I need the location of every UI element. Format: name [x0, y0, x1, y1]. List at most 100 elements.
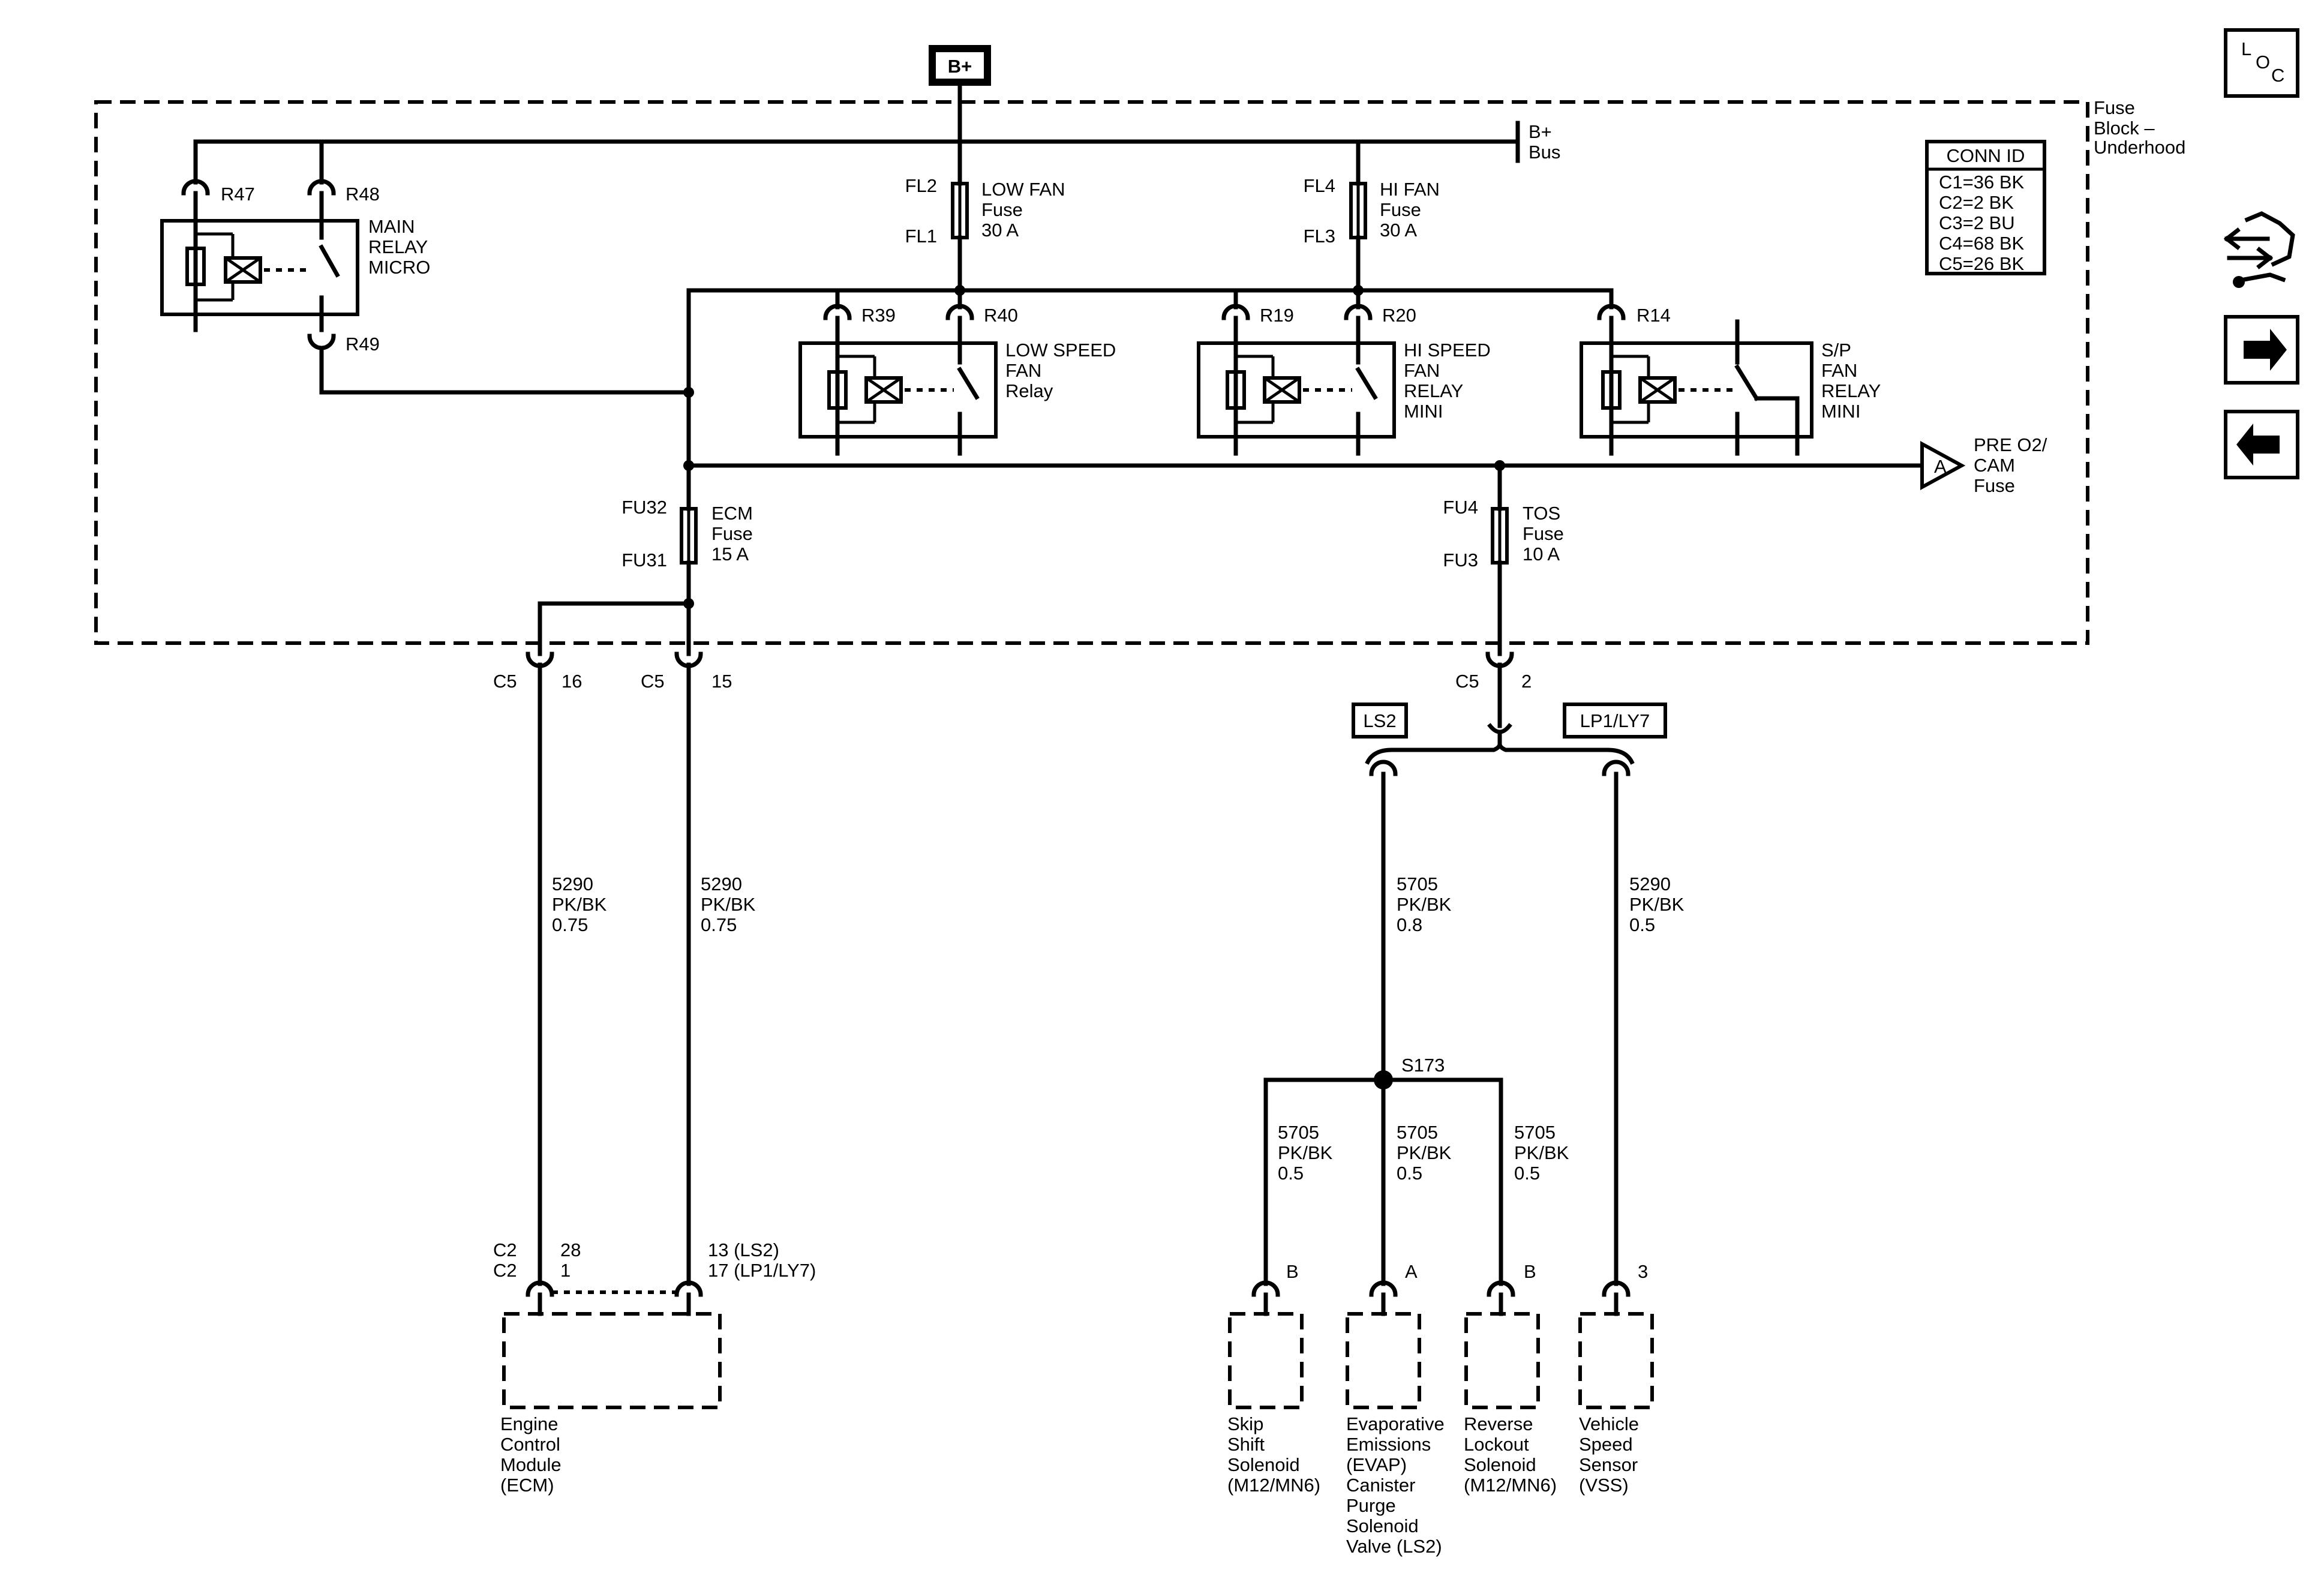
option-branch: LS2 LP1/LY7 — [1352, 662, 1667, 776]
svg-text:Sensor: Sensor — [1579, 1454, 1638, 1475]
svg-text:MINI: MINI — [1404, 401, 1443, 422]
svg-text:Engine: Engine — [500, 1413, 559, 1434]
low-fan-fuse: FL2 FL1 LOW FAN Fuse 30 A — [905, 139, 1065, 293]
svg-text:S173: S173 — [1401, 1055, 1445, 1076]
svg-text:C5: C5 — [493, 671, 517, 692]
svg-text:Fuse: Fuse — [1974, 475, 2015, 496]
svg-text:MINI: MINI — [1821, 401, 1860, 422]
pin-r49: R49 — [346, 334, 380, 355]
svg-text:Reverse: Reverse — [1464, 1413, 1533, 1434]
fuse-block-outline — [94, 100, 2089, 645]
pin-fu31: FU31 — [621, 550, 667, 571]
bus-label: B+ Bus — [1529, 121, 1560, 163]
svg-text:30 A: 30 A — [1380, 220, 1417, 241]
connector-c5-16: C5 16 — [493, 652, 582, 692]
svg-text:Shift: Shift — [1227, 1434, 1265, 1455]
svg-text:Underhood: Underhood — [2094, 137, 2185, 158]
svg-text:0.8: 0.8 — [1397, 914, 1422, 935]
next-arrow-icon[interactable] — [2224, 315, 2299, 385]
svg-text:HI FAN: HI FAN — [1380, 179, 1440, 200]
svg-text:MICRO: MICRO — [368, 257, 430, 278]
wire-label-4: 5290 PK/BK 0.5 — [1629, 873, 1685, 935]
pin-fl4: FL4 — [1304, 175, 1335, 196]
svg-text:16: 16 — [562, 671, 582, 692]
svg-text:Relay: Relay — [1005, 380, 1053, 401]
svg-text:Evaporative: Evaporative — [1346, 1413, 1445, 1434]
svg-text:0.75: 0.75 — [701, 914, 737, 935]
svg-text:PK/BK: PK/BK — [1629, 894, 1685, 915]
svg-text:PK/BK: PK/BK — [1397, 894, 1452, 915]
svg-text:5290: 5290 — [701, 873, 742, 894]
svg-text:13 (LS2): 13 (LS2) — [708, 1239, 779, 1260]
pin-fl3: FL3 — [1304, 226, 1335, 247]
svg-text:CONN ID: CONN ID — [1947, 145, 2025, 166]
pin-fu4: FU4 — [1443, 497, 1478, 518]
svg-text:C5: C5 — [641, 671, 665, 692]
svg-text:30 A: 30 A — [981, 220, 1019, 241]
descriptions-icon[interactable] — [2224, 211, 2295, 288]
svg-text:B+: B+ — [1529, 121, 1552, 142]
svg-text:0.75: 0.75 — [552, 914, 588, 935]
pin-r20: R20 — [1382, 305, 1416, 326]
svg-text:C5: C5 — [1455, 671, 1479, 692]
pin-r47: R47 — [221, 184, 255, 205]
svg-text:Vehicle: Vehicle — [1579, 1413, 1639, 1434]
pin-r40: R40 — [984, 305, 1018, 326]
power-label: B+ — [948, 56, 972, 77]
svg-text:0.5: 0.5 — [1629, 914, 1655, 935]
svg-text:5290: 5290 — [1629, 873, 1671, 894]
svg-text:B: B — [1286, 1261, 1299, 1282]
svg-text:PK/BK: PK/BK — [1278, 1142, 1333, 1163]
svg-text:C3=2 BU: C3=2 BU — [1939, 212, 2015, 233]
svg-text:CAM: CAM — [1974, 455, 2015, 476]
svg-text:FAN: FAN — [1404, 360, 1440, 381]
svg-text:Solenoid: Solenoid — [1464, 1454, 1536, 1475]
skip-shift-solenoid: B Skip Shift Solenoid (M12/MN6) — [1227, 1261, 1320, 1496]
svg-text:(VSS): (VSS) — [1579, 1475, 1629, 1496]
previous-arrow-icon[interactable] — [2224, 410, 2299, 479]
svg-text:O: O — [2256, 52, 2270, 73]
pin-fl2: FL2 — [905, 175, 937, 196]
svg-text:Solenoid: Solenoid — [1227, 1454, 1300, 1475]
svg-text:C1=36 BK: C1=36 BK — [1939, 172, 2025, 193]
svg-text:C: C — [2271, 65, 2284, 86]
hi-fan-fuse: FL4 FL3 HI FAN Fuse 30 A — [1304, 139, 1440, 293]
loc-button[interactable]: L O C — [2224, 28, 2299, 98]
pin-fu3: FU3 — [1443, 550, 1478, 571]
svg-text:RELAY: RELAY — [1821, 380, 1881, 401]
svg-text:0.5: 0.5 — [1278, 1163, 1304, 1184]
svg-text:0.5: 0.5 — [1514, 1163, 1540, 1184]
svg-text:C5=26 BK: C5=26 BK — [1939, 253, 2025, 274]
evap-purge-solenoid: A Evaporative Emissions (EVAP) Canister … — [1346, 1261, 1445, 1557]
svg-text:3: 3 — [1638, 1261, 1648, 1282]
svg-text:Fuse: Fuse — [1523, 523, 1564, 544]
svg-text:Skip: Skip — [1227, 1413, 1263, 1434]
svg-text:10 A: 10 A — [1523, 544, 1560, 565]
svg-text:Purge: Purge — [1346, 1495, 1396, 1516]
svg-text:5705: 5705 — [1397, 1122, 1438, 1143]
hi-speed-fan-relay: R19 R20 HI SPEED FAN RELAY MINI — [1197, 288, 1491, 456]
svg-text:PK/BK: PK/BK — [552, 894, 607, 915]
sp-fan-relay: R14 S/P FAN RELAY MINI — [1580, 288, 1881, 456]
ecm-fuse: FU32 FU31 ECM Fuse 15 A — [538, 497, 753, 656]
svg-text:FAN: FAN — [1005, 360, 1041, 381]
svg-text:B: B — [1524, 1261, 1536, 1282]
svg-text:15 A: 15 A — [711, 544, 749, 565]
pin-fu32: FU32 — [621, 497, 667, 518]
svg-text:Fuse: Fuse — [2094, 97, 2135, 118]
svg-text:PRE O2/: PRE O2/ — [1974, 434, 2047, 455]
svg-text:A: A — [1934, 456, 1947, 477]
svg-text:Emissions: Emissions — [1346, 1434, 1431, 1455]
svg-text:PK/BK: PK/BK — [1397, 1142, 1452, 1163]
reverse-lockout-solenoid: B Reverse Lockout Solenoid (M12/MN6) — [1464, 1261, 1557, 1496]
svg-text:LOW FAN: LOW FAN — [981, 179, 1065, 200]
power-source: B+ — [929, 45, 991, 144]
engine-control-module: C2 C2 28 1 13 (LS2) 17 (LP1/LY7) Engine … — [493, 1239, 816, 1496]
svg-text:MAIN: MAIN — [368, 216, 415, 237]
svg-text:C2: C2 — [493, 1239, 517, 1260]
svg-text:15: 15 — [711, 671, 732, 692]
connector-c5-2: C5 2 — [1455, 652, 1532, 692]
tos-fuse: FU4 FU3 TOS Fuse 10 A — [1443, 463, 1564, 656]
svg-text:5705: 5705 — [1278, 1122, 1319, 1143]
svg-text:5290: 5290 — [552, 873, 593, 894]
